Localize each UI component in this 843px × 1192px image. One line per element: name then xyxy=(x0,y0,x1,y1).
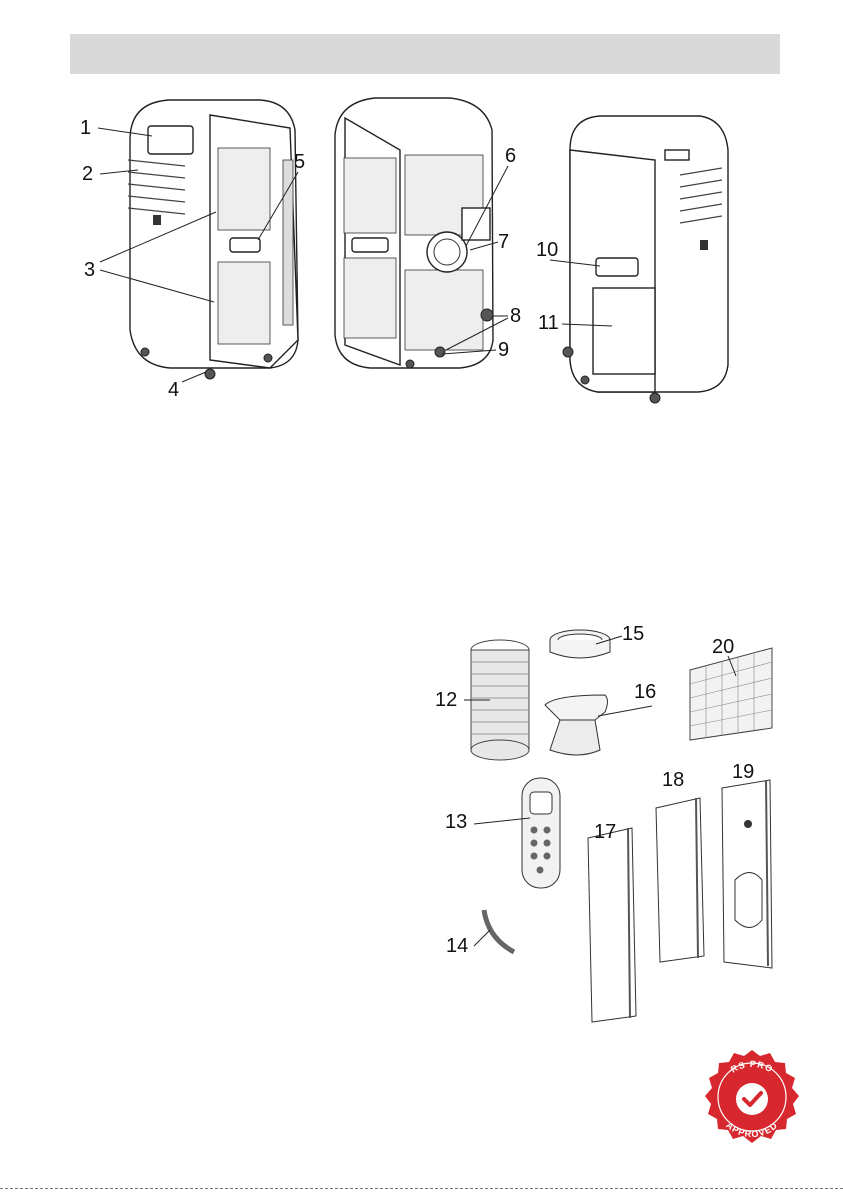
callout-17: 17 xyxy=(594,821,616,843)
accessory-window-slider-17 xyxy=(588,828,636,1022)
unit-front-view xyxy=(128,100,298,379)
callout-1: 1 xyxy=(80,117,91,139)
accessory-window-slider-19 xyxy=(722,780,772,968)
unit-side-view xyxy=(335,98,493,368)
callout-14: 14 xyxy=(446,935,468,957)
callout-15: 15 xyxy=(622,623,644,645)
accessory-hose-adaptor xyxy=(550,630,610,658)
callout-7: 7 xyxy=(498,231,509,253)
accessory-remote-control xyxy=(522,778,560,888)
callout-11: 11 xyxy=(538,312,559,334)
callout-19: 19 xyxy=(732,761,754,783)
page-bottom-rule xyxy=(0,1188,843,1189)
callout-4: 4 xyxy=(168,379,179,401)
callout-18: 18 xyxy=(662,769,684,791)
callout-13: 13 xyxy=(445,811,467,833)
callout-12: 12 xyxy=(435,689,457,711)
rs-pro-approved-badge: RS PRO APPROVED xyxy=(699,1047,805,1153)
callout-9: 9 xyxy=(498,339,509,361)
callout-2: 2 xyxy=(82,163,93,185)
unit-rear-view xyxy=(563,116,728,403)
accessory-window-nozzle xyxy=(545,695,608,755)
callout-3: 3 xyxy=(84,259,95,281)
checkmark-icon xyxy=(736,1083,768,1115)
callout-6: 6 xyxy=(505,145,516,167)
callout-20: 20 xyxy=(712,636,734,658)
accessory-window-slider-18 xyxy=(656,798,704,962)
accessory-mesh-panel xyxy=(690,648,772,740)
callout-5: 5 xyxy=(294,151,305,173)
callout-16: 16 xyxy=(634,681,656,703)
callout-10: 10 xyxy=(536,239,558,261)
callout-8: 8 xyxy=(510,305,521,327)
